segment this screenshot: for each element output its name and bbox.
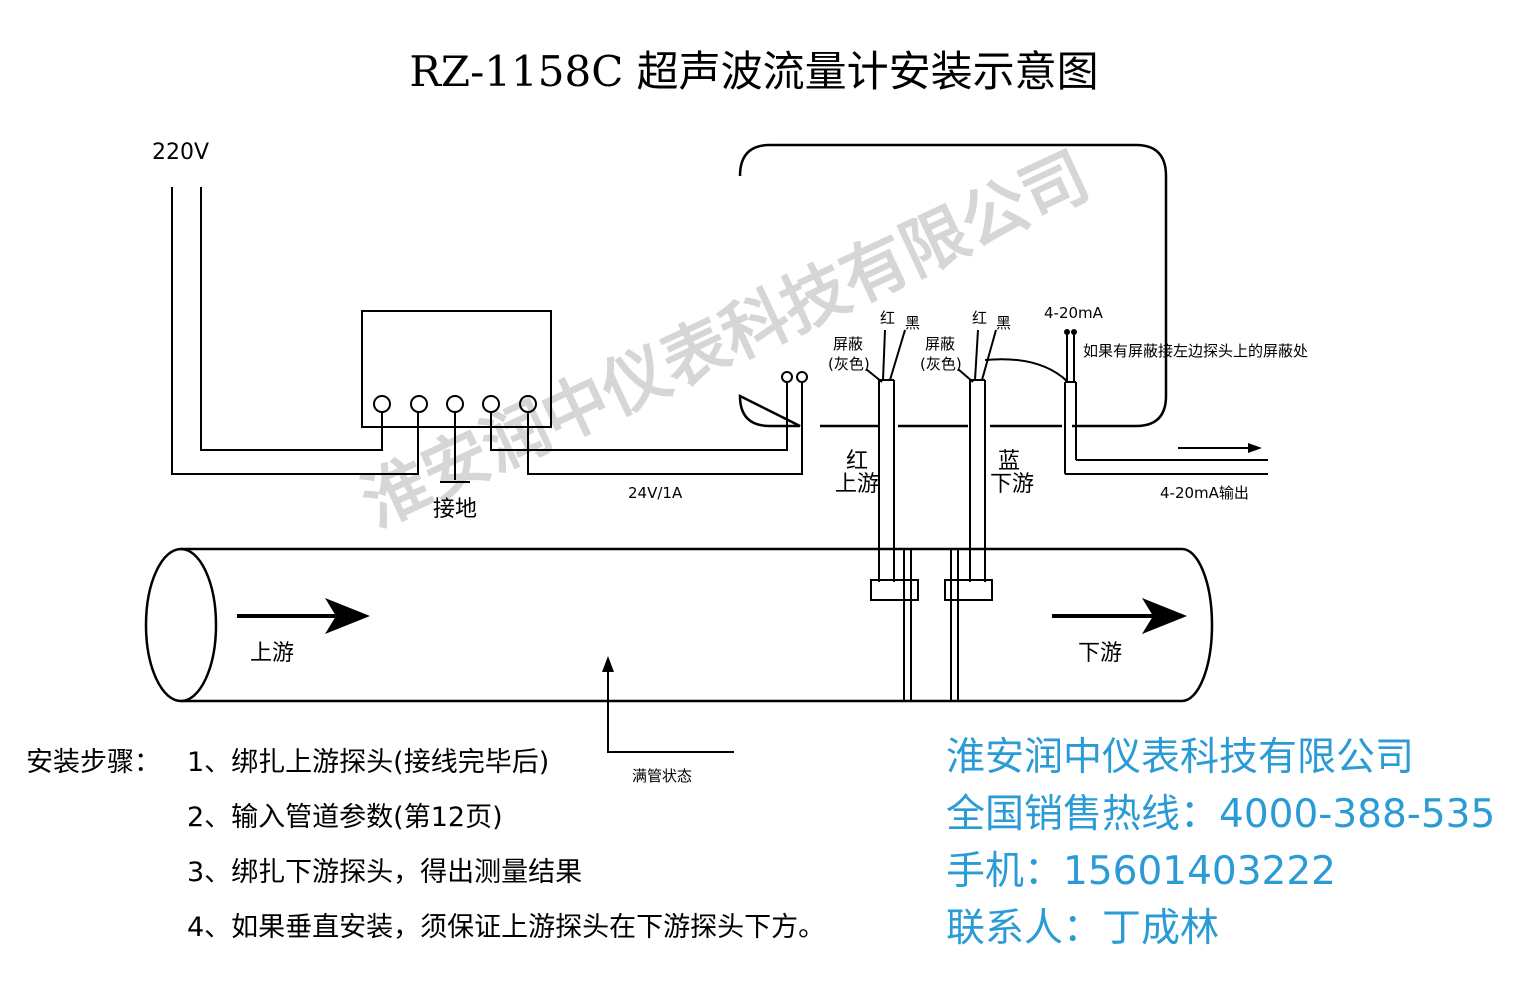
pipe <box>144 547 1214 703</box>
current-output-cable <box>1064 329 1268 475</box>
contact-mobile: 手机：15601403222 <box>946 849 1336 894</box>
step-1: 1、绑扎上游探头(接线完毕后) <box>187 747 549 778</box>
ground-label: 接地 <box>433 497 477 522</box>
upstream-transducer <box>870 549 919 700</box>
output-label: 4-20mA输出 <box>1160 484 1249 502</box>
wire-red-1: 红 <box>880 309 895 327</box>
output-top-label: 4-20mA <box>1044 304 1104 322</box>
power-supply-module <box>361 310 552 428</box>
full-pipe-note: 满管状态 <box>632 767 692 785</box>
step-4: 4、如果垂直安装，须保证上游探头在下游探头下方。 <box>187 912 825 943</box>
terminal-2 <box>410 395 428 413</box>
shield-color-2: (灰色) <box>920 355 962 373</box>
steps-heading: 安装步骤： <box>26 747 161 778</box>
shield-label-2: 屏蔽 <box>925 335 955 353</box>
diagram-title: RZ-1158C 超声波流量计安装示意图 <box>409 47 1098 96</box>
power-wires <box>171 187 419 475</box>
shield-label-1: 屏蔽 <box>833 335 863 353</box>
contact-hotline: 全国销售热线：4000-388-535 <box>946 792 1495 837</box>
wire-black-1: 黑 <box>905 314 920 332</box>
contact-person: 联系人：丁成林 <box>946 906 1219 951</box>
shield-note: 如果有屏蔽接左边探头上的屏蔽处 <box>1083 342 1308 360</box>
output-arrow-icon <box>1178 443 1262 453</box>
pipe-upstream-label: 上游 <box>250 641 294 666</box>
terminal-1 <box>373 395 391 413</box>
full-pipe-pointer <box>602 656 734 753</box>
ground-symbol <box>440 412 470 483</box>
flowmeter-enclosure <box>738 143 1168 428</box>
wire-black-2: 黑 <box>996 314 1011 332</box>
step-2: 2、输入管道参数(第12页) <box>187 802 503 833</box>
downstream-transducer <box>944 549 993 700</box>
dc-supply-wires <box>490 371 808 475</box>
downstream-cable-color: 蓝 <box>998 449 1020 474</box>
supply-label: 24V/1A <box>628 484 683 502</box>
pipe-downstream-label: 下游 <box>1078 641 1122 666</box>
upstream-flow-arrow-icon <box>237 598 370 634</box>
step-3: 3、绑扎下游探头，得出测量结果 <box>187 857 582 888</box>
contact-company: 淮安润中仪表科技有限公司 <box>946 735 1414 780</box>
upstream-sensor-cable <box>865 329 906 582</box>
downstream-cable-label: 下游 <box>990 472 1034 497</box>
downstream-flow-arrow-icon <box>1052 598 1187 634</box>
power-label: 220V <box>152 140 209 165</box>
terminal-3 <box>446 395 464 413</box>
shield-color-1: (灰色) <box>828 355 870 373</box>
wire-red-2: 红 <box>972 309 987 327</box>
upstream-cable-label: 上游 <box>835 472 879 497</box>
upstream-cable-color: 红 <box>846 449 868 474</box>
